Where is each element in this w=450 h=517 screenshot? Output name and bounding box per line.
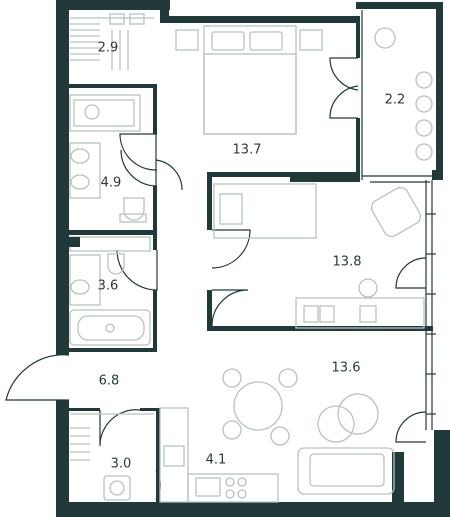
furniture (66, 13, 433, 503)
outer-walls (56, 0, 450, 517)
area-label-balcony: 2.2 (384, 92, 406, 108)
wardrobe-shelves-top (70, 13, 154, 70)
area-label-kitchen: 4.1 (205, 452, 227, 468)
area-label-hall: 6.8 (98, 373, 120, 389)
area-label-wc: 3.6 (97, 278, 119, 294)
area-label-wardrobe-top: 2.9 (97, 40, 119, 56)
area-label-wardrobe-bottom: 3.0 (110, 456, 132, 472)
area-label-bathroom: 4.9 (100, 175, 122, 191)
partitions (66, 20, 433, 508)
windows (167, 10, 436, 430)
area-label-bedroom: 13.7 (232, 142, 262, 158)
area-label-kids-room: 13.8 (332, 254, 362, 270)
area-label-living-room: 13.6 (331, 360, 361, 376)
